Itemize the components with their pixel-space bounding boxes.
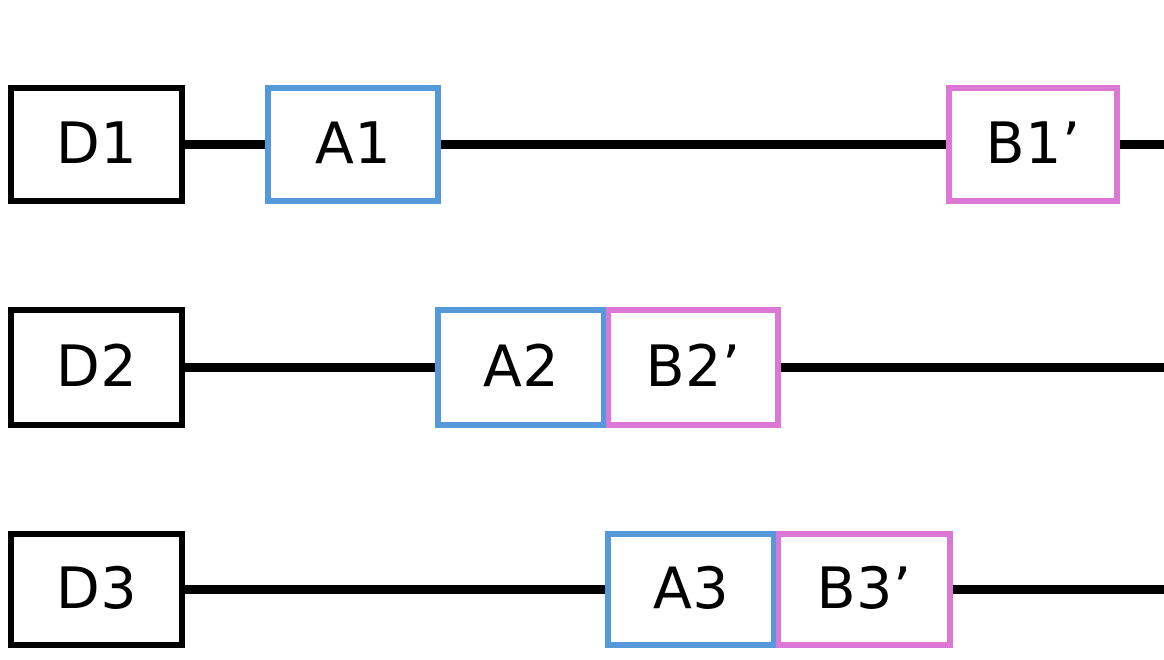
connector-b2-out — [779, 363, 1164, 372]
node-a1-label: A1 — [314, 111, 392, 177]
node-b2-prime[interactable]: B2’ — [606, 307, 781, 428]
node-b3-prime[interactable]: B3’ — [776, 531, 953, 648]
node-a3-label: A3 — [652, 556, 730, 622]
connector-d3-a3 — [185, 585, 607, 594]
connector-b1-out — [1118, 140, 1164, 149]
connector-a1-b1 — [439, 140, 948, 149]
connector-d2-a2 — [185, 363, 437, 372]
node-a3[interactable]: A3 — [605, 531, 776, 648]
node-b2-prime-label: B2’ — [645, 334, 741, 400]
node-d2-label: D2 — [55, 334, 138, 400]
node-b1-prime-label: B1’ — [985, 111, 1081, 177]
node-a1[interactable]: A1 — [265, 85, 441, 204]
connector-d1-a1 — [185, 140, 267, 149]
node-a2[interactable]: A2 — [435, 307, 606, 428]
node-d3-label: D3 — [55, 556, 138, 622]
node-d1[interactable]: D1 — [8, 85, 185, 204]
node-b1-prime[interactable]: B1’ — [946, 85, 1120, 204]
node-b3-prime-label: B3’ — [816, 556, 912, 622]
node-d2[interactable]: D2 — [8, 307, 185, 428]
node-d1-label: D1 — [55, 111, 138, 177]
node-a2-label: A2 — [482, 334, 560, 400]
node-d3[interactable]: D3 — [8, 531, 185, 648]
connector-b3-out — [951, 585, 1164, 594]
